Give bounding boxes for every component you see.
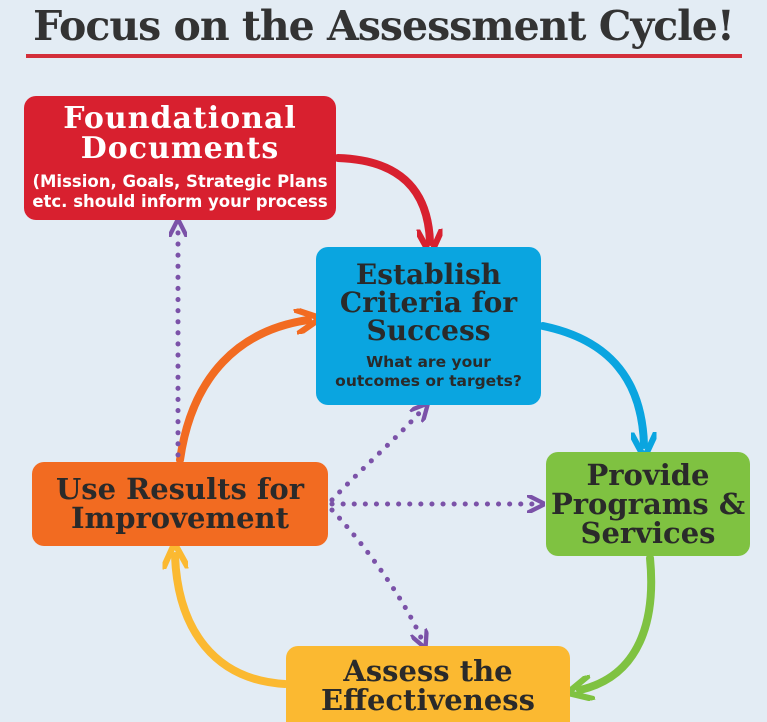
node-subtitle: What are your outcomes or targets? [335,353,522,390]
title-underline [26,54,742,58]
node-assess-effectiveness: Assess the Effectiveness [286,646,570,722]
page-title: Focus on the Assessment Cycle! [33,2,735,50]
arrow-criteria-to-programs [539,322,644,445]
node-title: Foundational Documents [63,101,297,167]
arrow-assess-to-results [175,556,289,688]
node-foundational-documents: Foundational Documents (Mission, Goals, … [24,96,336,220]
dotted-arrow-results-to-criteria [329,410,422,503]
node-title: Assess the Effectiveness [321,654,535,717]
node-title: Use Results for Improvement [55,472,305,535]
node-use-results: Use Results for Improvement [32,462,328,546]
node-title: Provide Programs & Services [550,457,746,550]
arrow-programs-to-assess [580,554,656,690]
node-establish-criteria: Establish Criteria for Success What are … [316,247,541,405]
arrow-foundational-to-criteria [334,154,430,242]
node-title: Establish Criteria for Success [339,258,518,348]
node-subtitle: (Mission, Goals, Strategic Plans etc. sh… [32,172,328,211]
arrow-results-to-criteria [176,320,308,464]
node-provide-programs: Provide Programs & Services [546,452,750,556]
dotted-arrow-results-to-assess [329,507,422,640]
